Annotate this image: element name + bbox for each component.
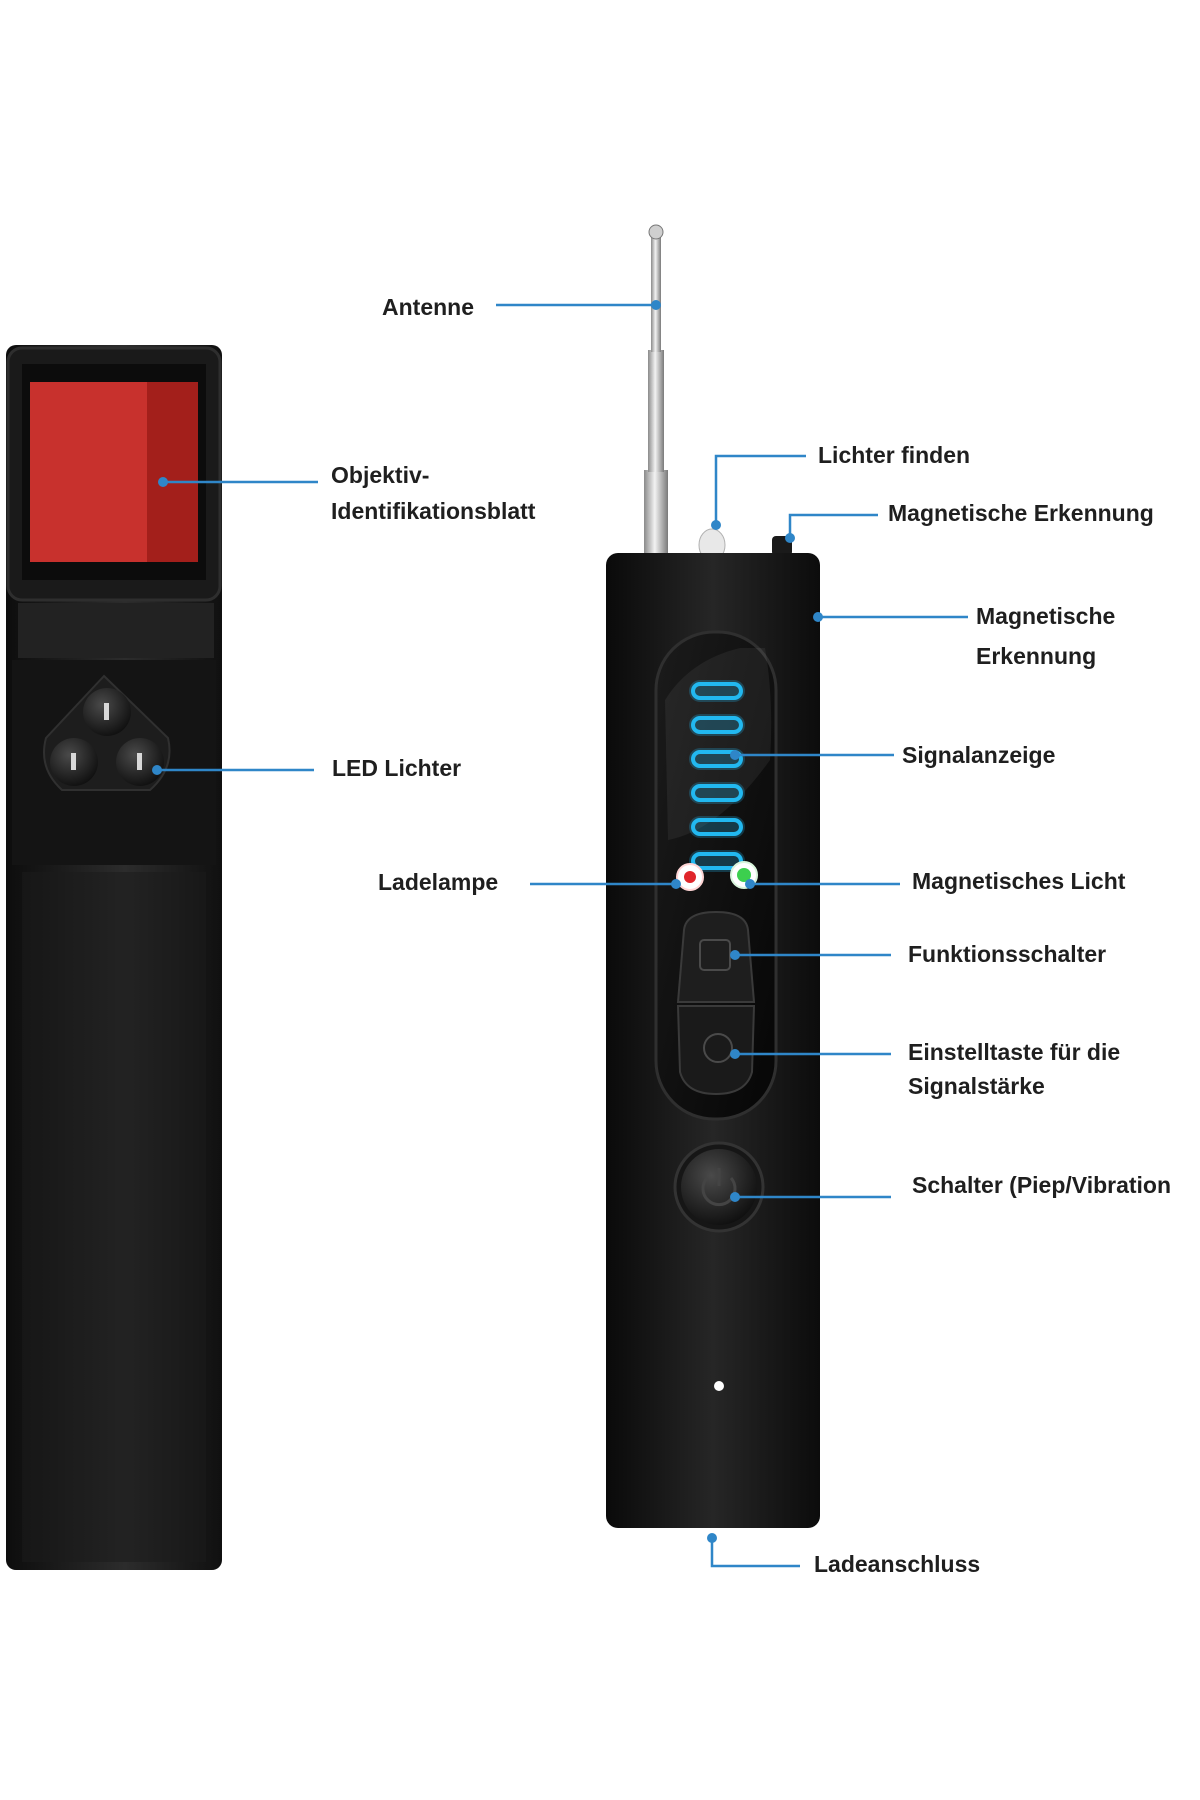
leader-magnet-side-dot [813, 612, 823, 622]
label-magnetische-erkennung-top: Magnetische Erkennung [888, 500, 1154, 526]
leader-antenne-dot [651, 300, 661, 310]
charge-led-icon [676, 863, 704, 891]
led-cluster-icon [43, 674, 171, 791]
signal-segment [691, 682, 743, 700]
left-band [18, 603, 214, 658]
leader-lines [157, 303, 968, 1568]
left-lower-face [22, 872, 206, 1562]
right-device [606, 224, 820, 1528]
leader-ladelampe-dot [671, 879, 681, 889]
lens-shade [147, 382, 198, 562]
power-button-icon [673, 1141, 765, 1233]
label-ladelampe: Ladelampe [378, 869, 499, 895]
adjust-button-icon [676, 1005, 756, 1096]
leader-dots [152, 300, 823, 1543]
antenna-icon [644, 224, 668, 555]
leader-objektiv-dot [158, 477, 168, 487]
leader-einstell-dot [730, 1049, 740, 1059]
signal-segment [691, 818, 743, 836]
label-signalanzeige: Signalanzeige [902, 742, 1056, 768]
leader-magnet-top-dot [785, 533, 795, 543]
label-objektiv-line2: Identifikationsblatt [331, 498, 536, 524]
label-led-lichter: LED Lichter [332, 755, 462, 781]
leader-magnet-top [788, 513, 878, 538]
left-device [6, 345, 222, 1570]
signal-segment [691, 784, 743, 802]
leader-ladeanschluss-dot [707, 1533, 717, 1543]
label-lichter-finden: Lichter finden [818, 442, 971, 468]
signal-segment [691, 852, 743, 870]
label-magnetische-line2: Erkennung [976, 643, 1097, 669]
function-switch-icon [676, 910, 756, 1003]
leader-signalanzeige-dot [730, 750, 740, 760]
signal-segment [691, 750, 743, 768]
label-magnetisches-licht: Magnetisches Licht [912, 868, 1126, 894]
label-funktionsschalter: Funktionsschalter [908, 941, 1107, 967]
label-einstelltaste-line2: Signalstärke [908, 1073, 1045, 1099]
label-einstelltaste-line1: Einstelltaste für die [908, 1039, 1121, 1065]
mic-dot [714, 1381, 724, 1391]
label-magnetische-line1: Magnetische [976, 603, 1116, 629]
leader-lichter-finden-dot [711, 520, 721, 530]
leader-lichter-finden [714, 454, 806, 525]
signal-bars-icon [689, 680, 745, 872]
label-objektiv-line1: Objektiv- [331, 462, 430, 488]
leader-magnet-licht-dot [745, 879, 755, 889]
leader-funktion-dot [730, 950, 740, 960]
label-ladeanschluss: Ladeanschluss [814, 1551, 981, 1577]
signal-segment [691, 716, 743, 734]
leader-schalter-dot [730, 1192, 740, 1202]
leader-led-lichter-dot [152, 765, 162, 775]
label-schalter: Schalter (Piep/Vibration [912, 1172, 1172, 1198]
leader-ladeanschluss [710, 1538, 800, 1568]
label-antenne: Antenne [382, 294, 474, 320]
